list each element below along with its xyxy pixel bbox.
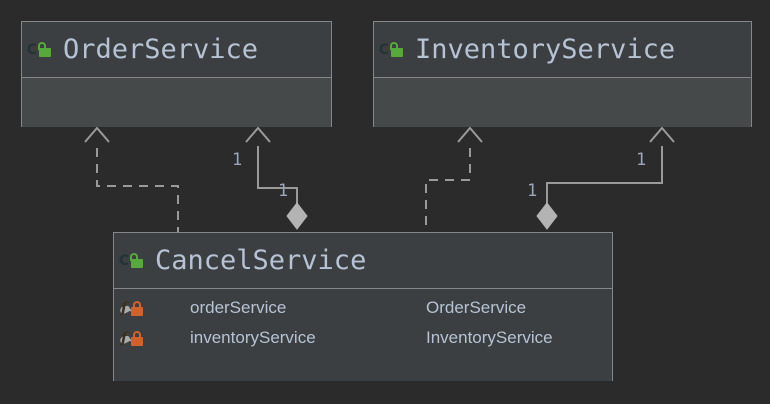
- multiplicity-label: 1: [278, 181, 289, 201]
- dependency-edge-cancel-to-inventory[interactable]: [425, 126, 483, 232]
- multiplicity-label: 1: [232, 150, 243, 170]
- unlocked-padlock-icon: [38, 42, 51, 57]
- locked-padlock-icon: [130, 300, 143, 316]
- locked-padlock-icon: [130, 330, 143, 346]
- class-name-label: InventoryService: [415, 34, 676, 65]
- class-name-label: CancelService: [155, 245, 367, 276]
- field-row[interactable]: f orderService OrderService: [114, 293, 612, 323]
- filled-diamond-icon: [286, 202, 308, 230]
- class-header: C InventoryService: [374, 22, 751, 78]
- aggregation-edge-cancel-to-order[interactable]: [245, 126, 308, 230]
- class-box-order-service[interactable]: C OrderService: [21, 21, 332, 127]
- field-type-label: OrderService: [426, 298, 527, 317]
- field-row[interactable]: f inventoryService InventoryService: [114, 323, 612, 353]
- field-name-label: orderService: [190, 298, 287, 317]
- class-members-section: [374, 78, 751, 127]
- unlocked-padlock-icon: [130, 253, 143, 268]
- unlocked-padlock-icon: [390, 42, 403, 57]
- class-members-section: f orderService OrderService f inventoryS…: [114, 289, 612, 381]
- multiplicity-label: 1: [636, 150, 647, 170]
- field-name-label: inventoryService: [190, 328, 316, 347]
- filled-diamond-icon: [536, 202, 558, 230]
- class-box-cancel-service[interactable]: C CancelService f orderService OrderServ…: [113, 232, 613, 381]
- class-header: C CancelService: [114, 233, 612, 289]
- class-members-section: [22, 78, 331, 127]
- dependency-edge-cancel-to-order[interactable]: [84, 126, 179, 232]
- field-type-label: InventoryService: [426, 328, 553, 347]
- class-name-label: OrderService: [63, 34, 259, 65]
- multiplicity-label: 1: [527, 181, 538, 201]
- aggregation-edge-cancel-to-inventory[interactable]: [536, 126, 675, 230]
- class-header: C OrderService: [22, 22, 331, 78]
- class-box-inventory-service[interactable]: C InventoryService: [373, 21, 752, 127]
